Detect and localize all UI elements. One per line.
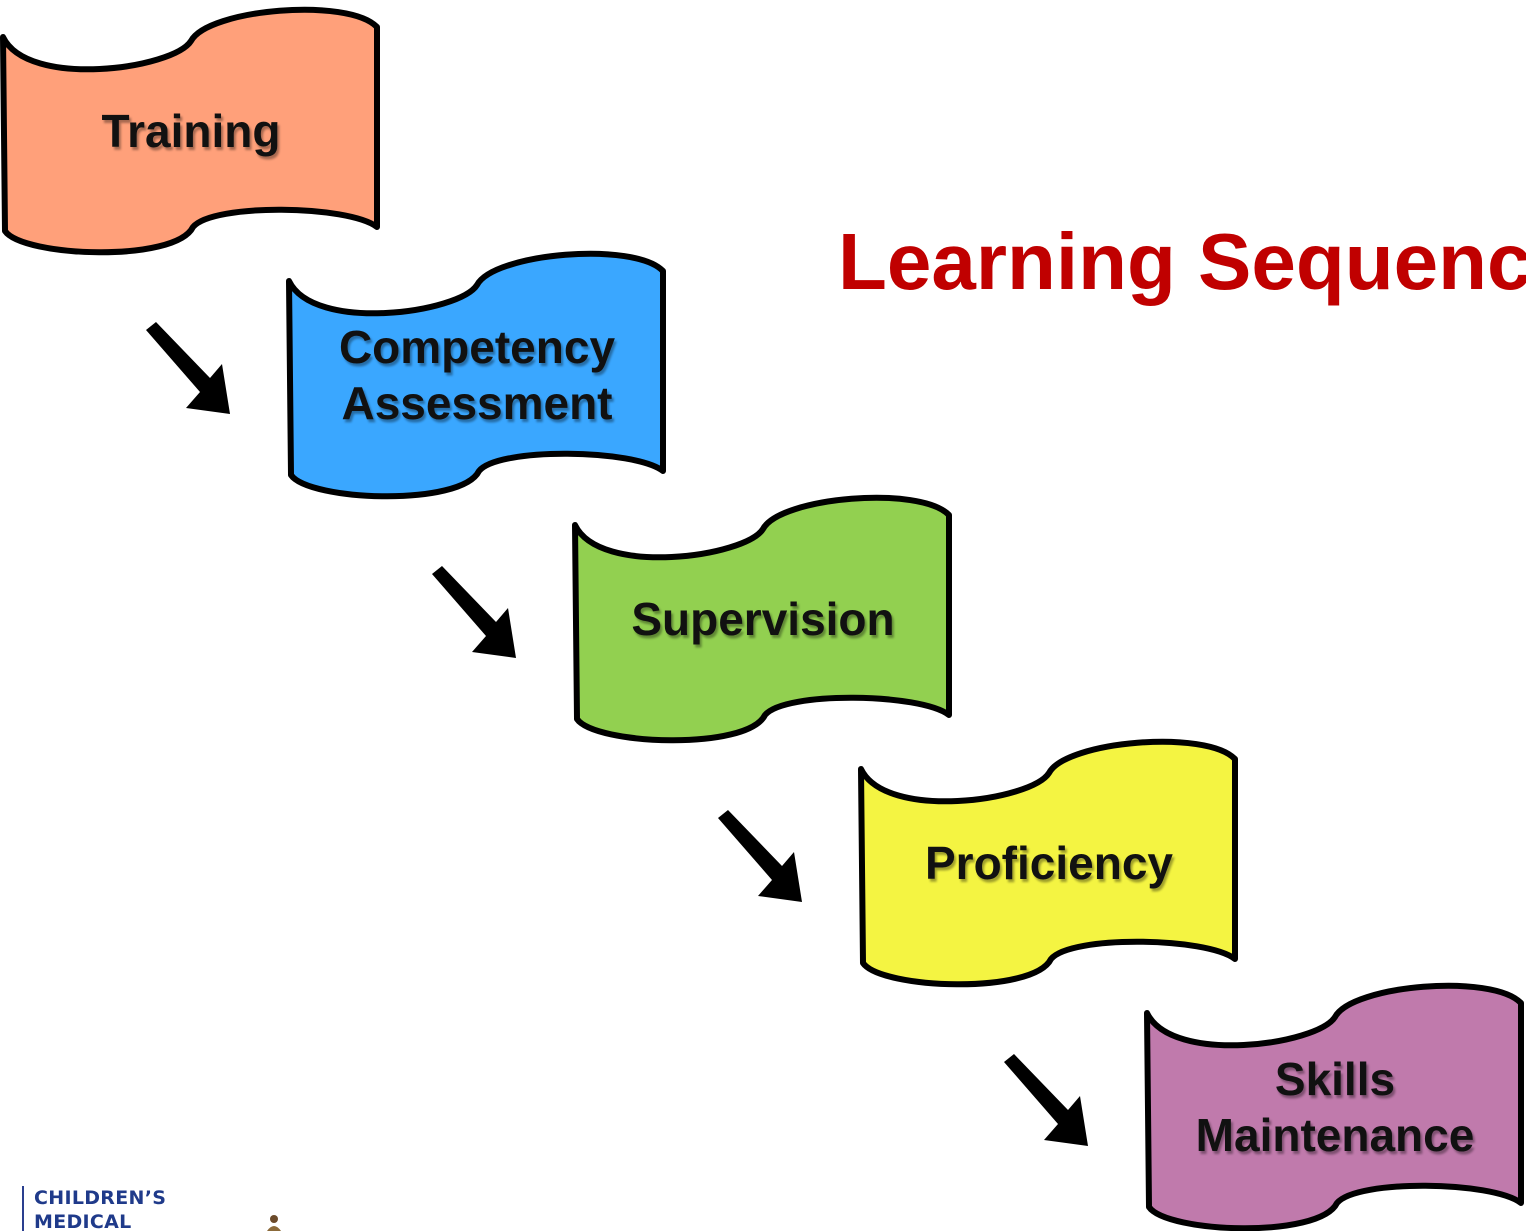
logo-line-2: MEDICAL <box>34 1211 132 1231</box>
wave-label-1: Training <box>3 31 379 231</box>
wave-label-2-line-1: Competency <box>338 320 616 373</box>
wave-label-5-line-2: Maintenance <box>1195 1109 1475 1161</box>
wave-label-3: Supervision <box>575 519 951 719</box>
arrow-4-to-5 <box>1004 1054 1088 1146</box>
logo-text: CHILDREN’S MEDICAL <box>34 1186 166 1231</box>
wave-label-2-line-2: Assessment <box>341 377 613 429</box>
arrow-1-to-2 <box>146 322 230 414</box>
diagram-title: Learning Sequence <box>838 217 1526 306</box>
wave-shape-4 <box>858 738 1238 988</box>
wave-label-1-line-1: Training <box>101 104 281 157</box>
logo-line-1: CHILDREN’S <box>34 1187 167 1209</box>
wave-label-4-line-1: Proficiency <box>925 836 1173 889</box>
wave-shape-5 <box>1144 982 1524 1231</box>
arrow-3-to-4 <box>718 810 802 902</box>
logo-divider <box>22 1186 24 1231</box>
wave-shape-1 <box>0 6 380 256</box>
wave-label-3-line-1: Supervision <box>631 592 895 645</box>
logo-figure-icon <box>267 1215 281 1231</box>
childrens-medical-logo: CHILDREN’S MEDICAL <box>22 1184 282 1231</box>
wave-shape-2 <box>286 250 666 500</box>
wave-label-4: Proficiency <box>861 763 1237 963</box>
wave-shape-3 <box>572 494 952 744</box>
wave-label-5-line-1: Skills <box>1274 1052 1396 1105</box>
arrow-2-to-3 <box>432 566 516 658</box>
